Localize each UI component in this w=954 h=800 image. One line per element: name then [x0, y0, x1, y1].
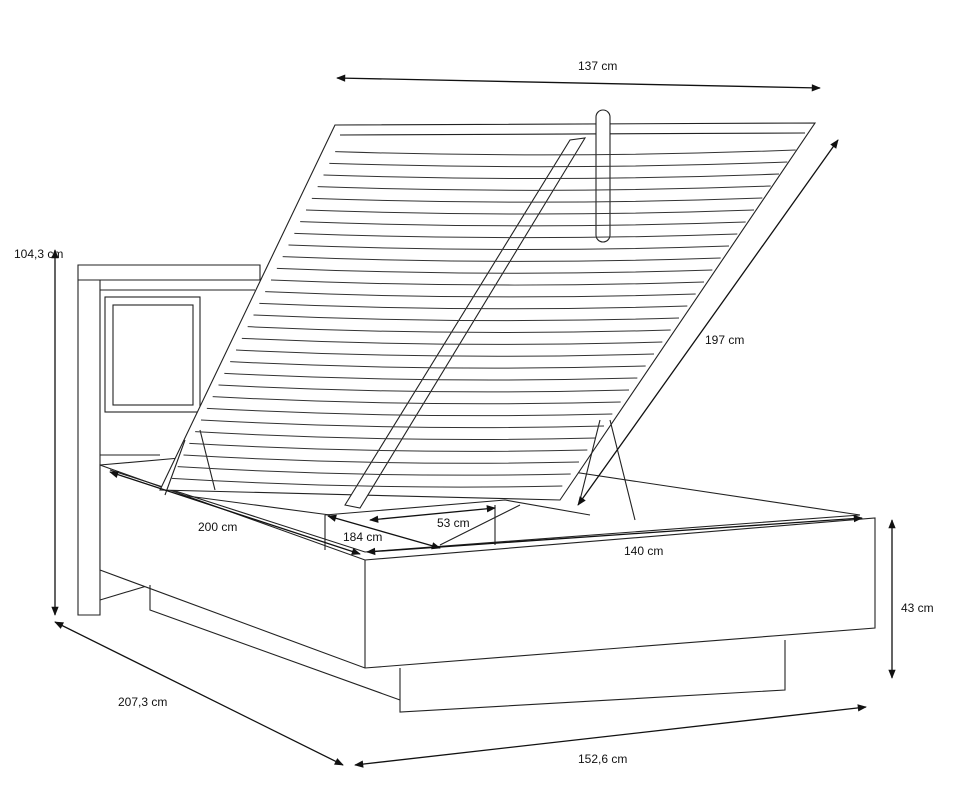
slat: [195, 431, 596, 440]
dim-total-width: 152,6 cm: [578, 752, 628, 766]
dim-arrow-197: [577, 139, 839, 506]
dim-inner-length: 200 cm: [198, 520, 238, 534]
slat: [200, 419, 605, 429]
dim-arrow-207: [54, 621, 344, 766]
handle-strap: [595, 109, 611, 243]
dim-arrow-137: [336, 74, 821, 92]
dim-inner-width: 140 cm: [624, 544, 664, 558]
slat: [189, 442, 588, 452]
dim-total-length: 207,3 cm: [118, 695, 168, 709]
dim-storage-length: 184 cm: [343, 530, 383, 544]
dim-arrow-140: [366, 514, 863, 556]
slat: [218, 384, 630, 393]
headboard-panel: [104, 296, 201, 413]
dim-frame-length: 197 cm: [705, 333, 745, 347]
dim-arrow-200: [109, 471, 361, 555]
slat: [206, 407, 613, 417]
dim-compartment-width: 53 cm: [437, 516, 470, 530]
dim-bed-height: 43 cm: [901, 601, 934, 615]
dim-headboard-height: 104,3 cm: [14, 247, 64, 261]
dim-arrow-152: [354, 704, 867, 768]
slat: [212, 396, 621, 405]
dim-frame-width: 137 cm: [578, 59, 618, 73]
slat: [183, 454, 580, 464]
headboard: [77, 264, 261, 616]
slat: [177, 466, 571, 476]
